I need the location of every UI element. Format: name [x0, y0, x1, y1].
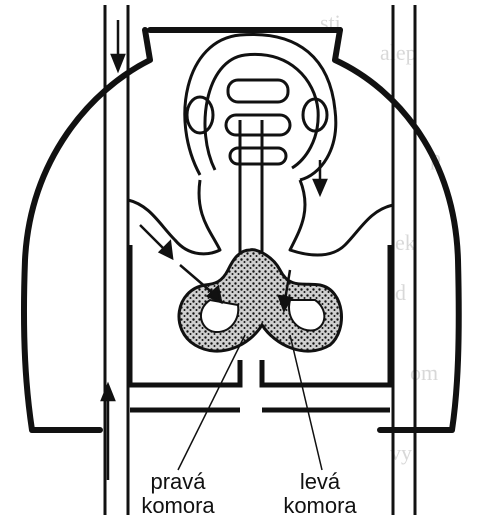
outflow-trunk	[240, 120, 262, 270]
right-ventricle-label: pravá komora	[128, 470, 228, 518]
aortic-arch	[185, 34, 336, 180]
label-leader-lines	[178, 335, 322, 470]
left-ventricle-label-line2: komora	[270, 494, 370, 518]
right-ventricle-label-line1: pravá	[128, 470, 228, 494]
left-ventricle-label-line1: levá	[270, 470, 370, 494]
left-ventricle-label: levá komora	[270, 470, 370, 518]
svg-text:alep: alep	[380, 40, 417, 65]
ventricle-loop	[179, 250, 342, 351]
right-ventricle-label-line2: komora	[128, 494, 228, 518]
svg-text:d: d	[395, 280, 406, 305]
svg-text:ek: ek	[395, 230, 416, 255]
background-bleed-through-text: sti alep p ek d om vy	[320, 10, 441, 465]
aorta-tube	[393, 5, 415, 515]
